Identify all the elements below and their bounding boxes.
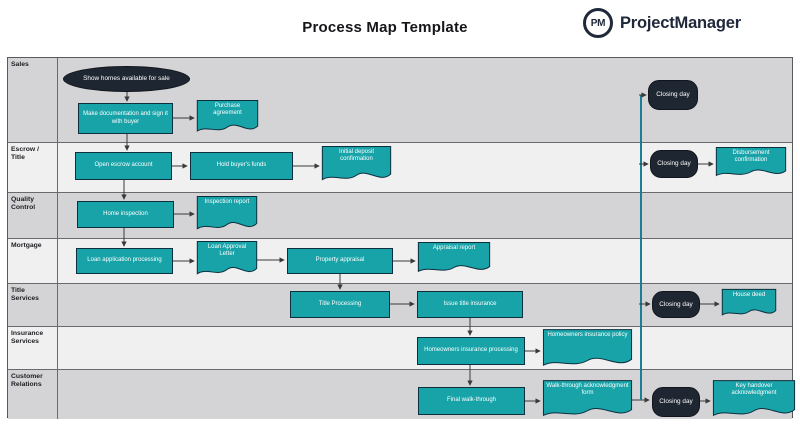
node-label: Appraisal report bbox=[432, 245, 476, 251]
node-label: Loan application processing bbox=[87, 257, 162, 264]
document-node-purchase-agreement: Purchase agreement bbox=[197, 100, 258, 136]
process-node-home-inspection: Home inspection bbox=[77, 201, 174, 228]
pm-logo-icon: PM bbox=[583, 8, 613, 38]
node-label: Closing day bbox=[659, 398, 693, 406]
node-label: Initial deposit confirmation bbox=[338, 149, 375, 163]
node-label: Hold buyer's funds bbox=[216, 162, 267, 169]
node-label: Issue title insurance bbox=[443, 300, 497, 307]
node-label: Homeowners insurance processing bbox=[424, 347, 518, 354]
node-label: Loan Approval Letter bbox=[207, 244, 247, 258]
document-shape-icon bbox=[322, 146, 391, 185]
lane-label-insurance-services: Insurance Services bbox=[8, 327, 58, 369]
lane-label-quality-control: Quality Control bbox=[8, 193, 58, 238]
document-node-homeowners-policy: Homeowners insurance policy bbox=[543, 329, 632, 371]
process-node-homeowners-processing: Homeowners insurance processing bbox=[417, 337, 525, 365]
document-node-house-deed: House deed bbox=[722, 289, 776, 319]
document-shape-icon bbox=[418, 242, 490, 276]
lane-insurance-services: Insurance Services bbox=[8, 326, 792, 369]
milestone-node-closing-day-escrow: Closing day bbox=[650, 150, 698, 178]
process-node-loan-application: Loan application processing bbox=[76, 248, 173, 274]
document-node-loan-approval-letter: Loan Approval Letter bbox=[197, 241, 257, 279]
process-node-property-appraisal: Property appraisal bbox=[287, 248, 393, 274]
node-label: Home inspection bbox=[103, 210, 148, 217]
node-label: Title Processing bbox=[318, 300, 362, 307]
milestone-node-closing-day-title: Closing day bbox=[652, 291, 700, 318]
page-title: Process Map Template bbox=[302, 19, 468, 36]
document-shape-icon bbox=[197, 196, 257, 234]
projectmanager-logo: PM ProjectManager bbox=[583, 8, 741, 38]
node-label: Purchase agreement bbox=[213, 103, 242, 117]
lane-label-escrow-title: Escrow / Title bbox=[8, 143, 58, 192]
document-shape-icon bbox=[713, 380, 795, 421]
lane-label-title-services: Title Services bbox=[8, 284, 58, 326]
process-node-issue-title-insurance: Issue title insurance bbox=[417, 291, 523, 318]
document-shape-icon bbox=[197, 100, 258, 136]
lane-label-sales: Sales bbox=[8, 58, 58, 142]
lane-label-customer-relations: Customer Relations bbox=[8, 370, 58, 419]
node-label: Open escrow account bbox=[94, 162, 153, 169]
lane-label-mortgage: Mortgage bbox=[8, 239, 58, 283]
document-node-key-handover: Key handover acknowledgment bbox=[713, 380, 795, 421]
process-node-make-doc: Make documentation and sign it with buye… bbox=[78, 103, 173, 134]
document-shape-icon bbox=[716, 147, 786, 180]
logo-wordmark: ProjectManager bbox=[620, 13, 741, 32]
node-label: Closing day bbox=[659, 300, 693, 308]
document-node-disbursement: Disbursement confirmation bbox=[716, 147, 786, 180]
node-label: Closing day bbox=[657, 160, 691, 168]
process-node-open-escrow: Open escrow account bbox=[75, 152, 172, 180]
node-label: Key handover acknowledgment bbox=[731, 383, 777, 397]
document-shape-icon bbox=[543, 380, 632, 421]
node-label: House deed bbox=[732, 292, 766, 298]
document-shape-icon bbox=[197, 241, 257, 279]
document-node-inspection-report: Inspection report bbox=[197, 196, 257, 234]
node-label: Final walk-through bbox=[446, 397, 497, 404]
document-shape-icon bbox=[543, 329, 632, 371]
process-node-final-walk-through: Final walk-through bbox=[418, 387, 525, 415]
milestone-node-closing-day-customer: Closing day bbox=[652, 387, 700, 417]
document-node-walk-through-form: Walk-through acknowledgment form bbox=[543, 380, 632, 421]
document-shape-icon bbox=[722, 289, 776, 319]
node-label: Show homes available for sale bbox=[83, 75, 170, 83]
node-label: Closing day bbox=[656, 91, 690, 99]
document-node-initial-deposit: Initial deposit confirmation bbox=[322, 146, 391, 185]
node-label: Homeowners insurance policy bbox=[547, 332, 628, 338]
process-node-title-processing: Title Processing bbox=[290, 291, 390, 318]
process-node-hold-funds: Hold buyer's funds bbox=[190, 152, 293, 180]
node-label: Make documentation and sign it with buye… bbox=[83, 111, 168, 125]
document-node-appraisal-report: Appraisal report bbox=[418, 242, 490, 276]
node-label: Inspection report bbox=[204, 199, 250, 205]
node-label: Walk-through acknowledgment form bbox=[546, 383, 629, 397]
node-label: Property appraisal bbox=[315, 257, 365, 264]
start-node-start: Show homes available for sale bbox=[63, 66, 190, 92]
node-label: Disbursement confirmation bbox=[732, 150, 770, 164]
milestone-node-closing-day-sales: Closing day bbox=[648, 80, 698, 110]
